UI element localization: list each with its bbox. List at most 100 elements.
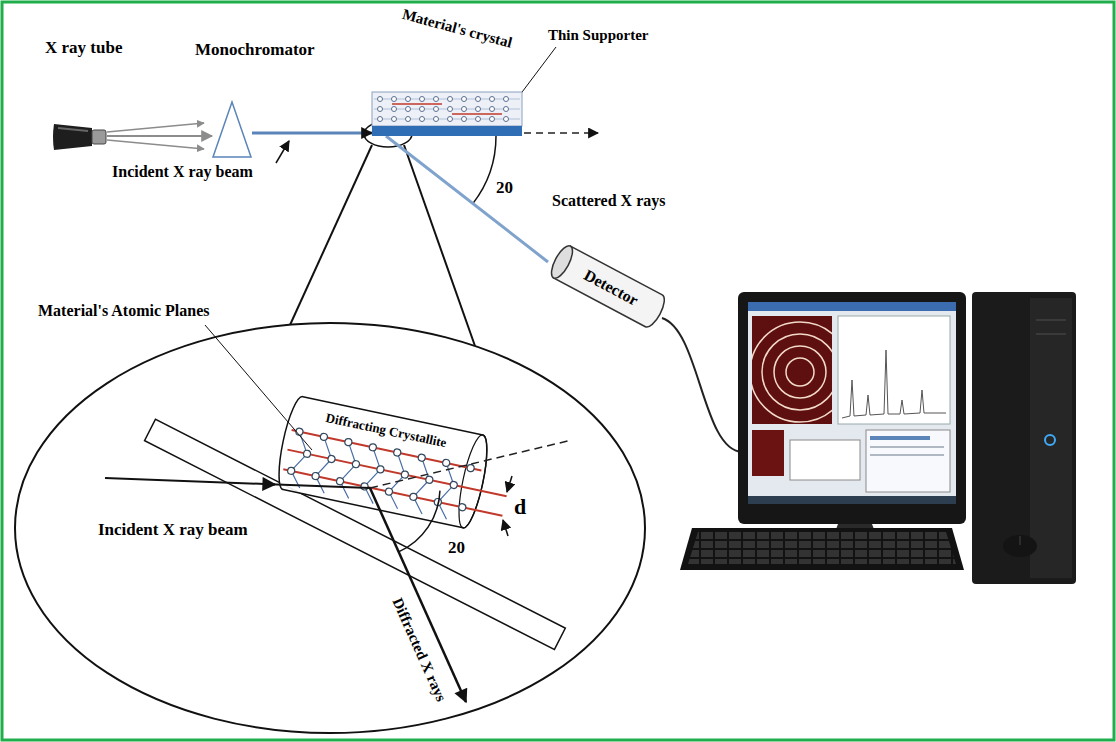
angle-label: 20 xyxy=(448,538,465,558)
inset-incident-beam xyxy=(105,478,275,484)
tube-shape xyxy=(52,118,107,154)
prism-shape xyxy=(212,100,252,158)
tube-beam-rays xyxy=(107,123,204,132)
mouse xyxy=(1020,536,1021,545)
keyboard xyxy=(688,532,956,564)
transmitted-beam xyxy=(524,132,598,134)
shape-part xyxy=(462,107,467,112)
zoom-circle xyxy=(15,323,645,733)
angle-label: 20 xyxy=(496,178,513,198)
crystallite xyxy=(409,493,417,501)
crystallite xyxy=(386,453,409,509)
shape-part xyxy=(476,107,481,112)
mouse xyxy=(1003,535,1037,557)
spacing-label-holder: d xyxy=(514,494,526,519)
computer-tower xyxy=(1036,333,1066,335)
scattered-beam xyxy=(386,136,548,262)
crystallite xyxy=(303,450,311,458)
shape-part xyxy=(372,126,522,136)
crystallite xyxy=(283,469,502,516)
crystallite xyxy=(369,443,377,451)
pointer-arrow xyxy=(276,141,289,163)
shape-part xyxy=(53,124,92,150)
crystallite xyxy=(393,448,401,456)
shape-part xyxy=(406,117,411,122)
planes-label: Material's Atomic Planes xyxy=(38,302,210,320)
computer-monitor xyxy=(738,292,966,524)
scattered-label: Scattered X rays xyxy=(552,192,665,210)
computer-tower xyxy=(972,292,1076,584)
crystallite xyxy=(344,438,352,446)
crystallite xyxy=(288,432,311,488)
mouse xyxy=(1003,535,1037,557)
x-ray-tube: X ray tube xyxy=(52,118,107,154)
computer-monitor xyxy=(752,322,832,422)
shape-part xyxy=(490,107,495,112)
zoom-lines xyxy=(290,145,475,346)
shape-part xyxy=(92,130,106,144)
detector-cylinder: Detector xyxy=(548,238,683,323)
shape-part xyxy=(420,107,425,112)
shape-part xyxy=(462,117,467,122)
material-crystal: Material's crystal xyxy=(372,92,522,136)
supporter-label-holder: Thin Supporter xyxy=(548,26,648,44)
computer-monitor xyxy=(866,430,950,492)
crystallite xyxy=(385,487,393,495)
crystallite xyxy=(352,460,360,468)
spacing-arrows xyxy=(503,476,512,536)
crystallite xyxy=(287,467,295,475)
computer-monitor xyxy=(870,446,944,448)
shape-part xyxy=(547,243,668,330)
monochromator-label: Monochromator xyxy=(195,40,315,60)
crystallite xyxy=(336,477,344,485)
computer-monitor xyxy=(842,350,946,418)
crystallite xyxy=(418,454,426,462)
computer-monitor xyxy=(748,302,956,311)
crystallite xyxy=(327,455,335,463)
tube-label: X ray tube xyxy=(45,38,122,58)
keyboard xyxy=(680,528,964,570)
shape-part xyxy=(504,117,509,122)
inset-transmitted-beam xyxy=(370,440,572,488)
shape-part xyxy=(392,103,442,105)
crystal-label: Material's crystal xyxy=(400,6,513,52)
tube-beam-rays xyxy=(107,140,204,149)
crystallite xyxy=(442,459,450,467)
shape-part xyxy=(406,97,411,102)
computer-monitor xyxy=(762,334,832,410)
crystallite xyxy=(376,465,384,473)
shape-part xyxy=(378,117,383,122)
shape-part xyxy=(378,107,383,112)
beam-label: Incident X ray beam xyxy=(112,163,253,181)
beam-label-holder: Incident X ray beam xyxy=(112,163,253,181)
shape-part xyxy=(434,117,439,122)
shape-part xyxy=(452,113,502,115)
shape-part xyxy=(420,117,425,122)
crystallite xyxy=(337,442,360,498)
tube-label-holder: X ray tube xyxy=(45,38,122,58)
crystallite xyxy=(311,472,319,480)
shape-part xyxy=(392,107,397,112)
zoom-lines xyxy=(290,145,372,325)
tube-beam xyxy=(107,135,212,137)
crystallite xyxy=(287,450,506,497)
crystal-shape xyxy=(372,92,522,136)
shape-part xyxy=(448,107,453,112)
shape-part xyxy=(504,97,509,102)
crystallite xyxy=(466,464,474,472)
scattered-label-holder: Scattered X rays xyxy=(552,192,665,210)
computer-monitor xyxy=(774,346,826,398)
planes-leader xyxy=(205,325,312,450)
beam-label: Incident X ray beam xyxy=(98,520,248,540)
computer-monitor xyxy=(748,496,956,504)
shape-part xyxy=(476,97,481,102)
computer-monitor xyxy=(838,316,950,424)
computer-monitor xyxy=(870,436,930,440)
shape-part xyxy=(392,117,397,122)
shape-part xyxy=(213,102,251,157)
crystallite xyxy=(401,470,409,478)
crystal-label-holder: Material's crystal xyxy=(400,5,514,52)
computer-tower xyxy=(1036,319,1066,321)
